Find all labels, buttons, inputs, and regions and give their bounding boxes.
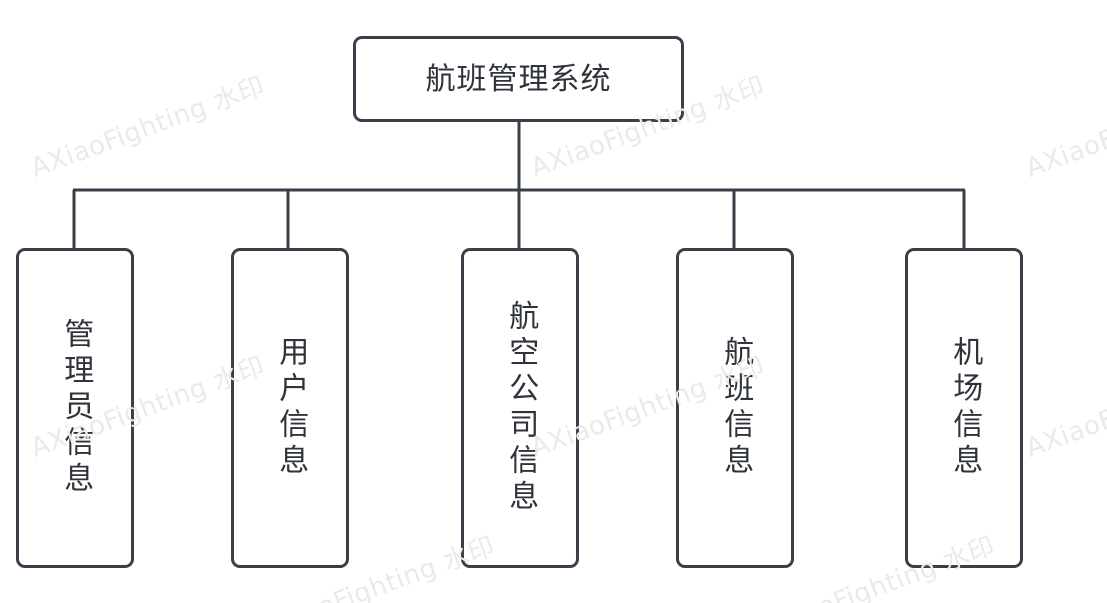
node-flight-info[interactable]: 航班信息 [676,248,794,568]
node-admin-info-label: 管理员信息 [58,318,94,498]
node-user-info-label: 用户信息 [273,336,309,480]
node-root-label: 航班管理系统 [425,61,612,97]
node-airline-info[interactable]: 航空公司信息 [461,248,579,568]
node-user-info[interactable]: 用户信息 [231,248,349,568]
node-admin-info[interactable]: 管理员信息 [16,248,134,568]
node-flight-info-label: 航班信息 [718,336,754,480]
node-airline-info-label: 航空公司信息 [503,300,539,516]
node-airport-info-label: 机场信息 [947,336,983,480]
node-root[interactable]: 航班管理系统 [353,36,684,122]
node-airport-info[interactable]: 机场信息 [905,248,1023,568]
